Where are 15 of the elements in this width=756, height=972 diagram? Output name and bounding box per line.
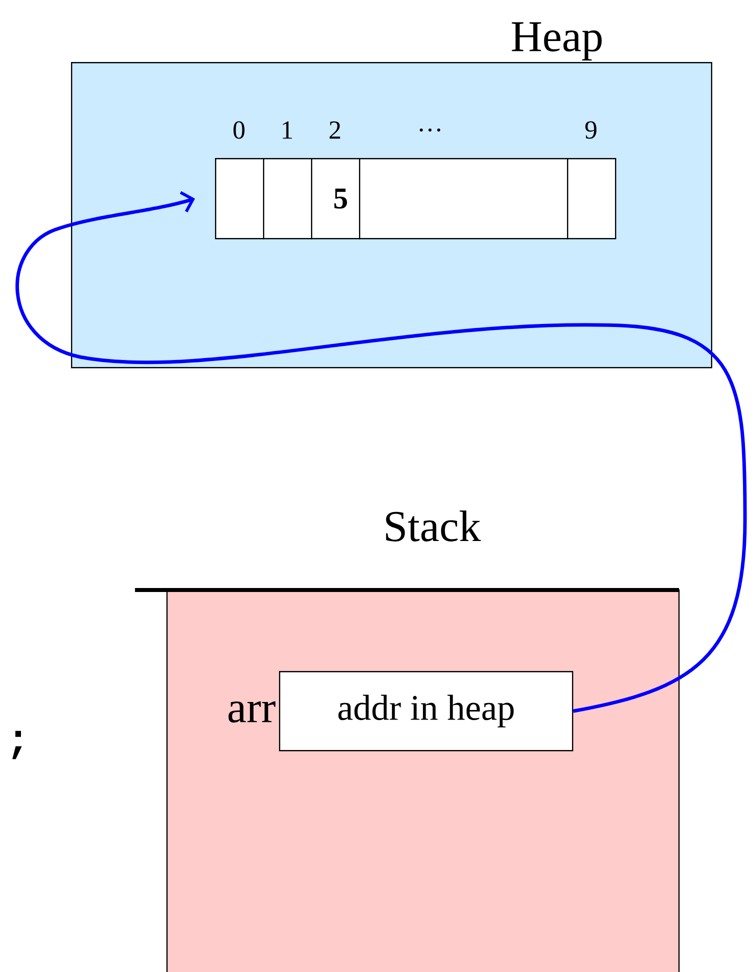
index-label: 1 [282, 121, 292, 139]
array-cell [567, 158, 616, 240]
node-label: Stack [386, 510, 481, 542]
variable-box: addr in heap [279, 671, 574, 752]
array-cell: 5 [311, 158, 360, 240]
node-label: Heap [512, 22, 602, 60]
index-label: … [420, 128, 440, 132]
index-label: 2 [330, 121, 340, 139]
index-label: 9 [585, 121, 596, 139]
variable-name: arr [228, 701, 276, 723]
array-cell [215, 158, 264, 240]
array-cell [263, 158, 312, 240]
code-fragment: ; [12, 730, 22, 760]
index-label: 0 [234, 121, 245, 139]
arrow [16, 191, 747, 713]
